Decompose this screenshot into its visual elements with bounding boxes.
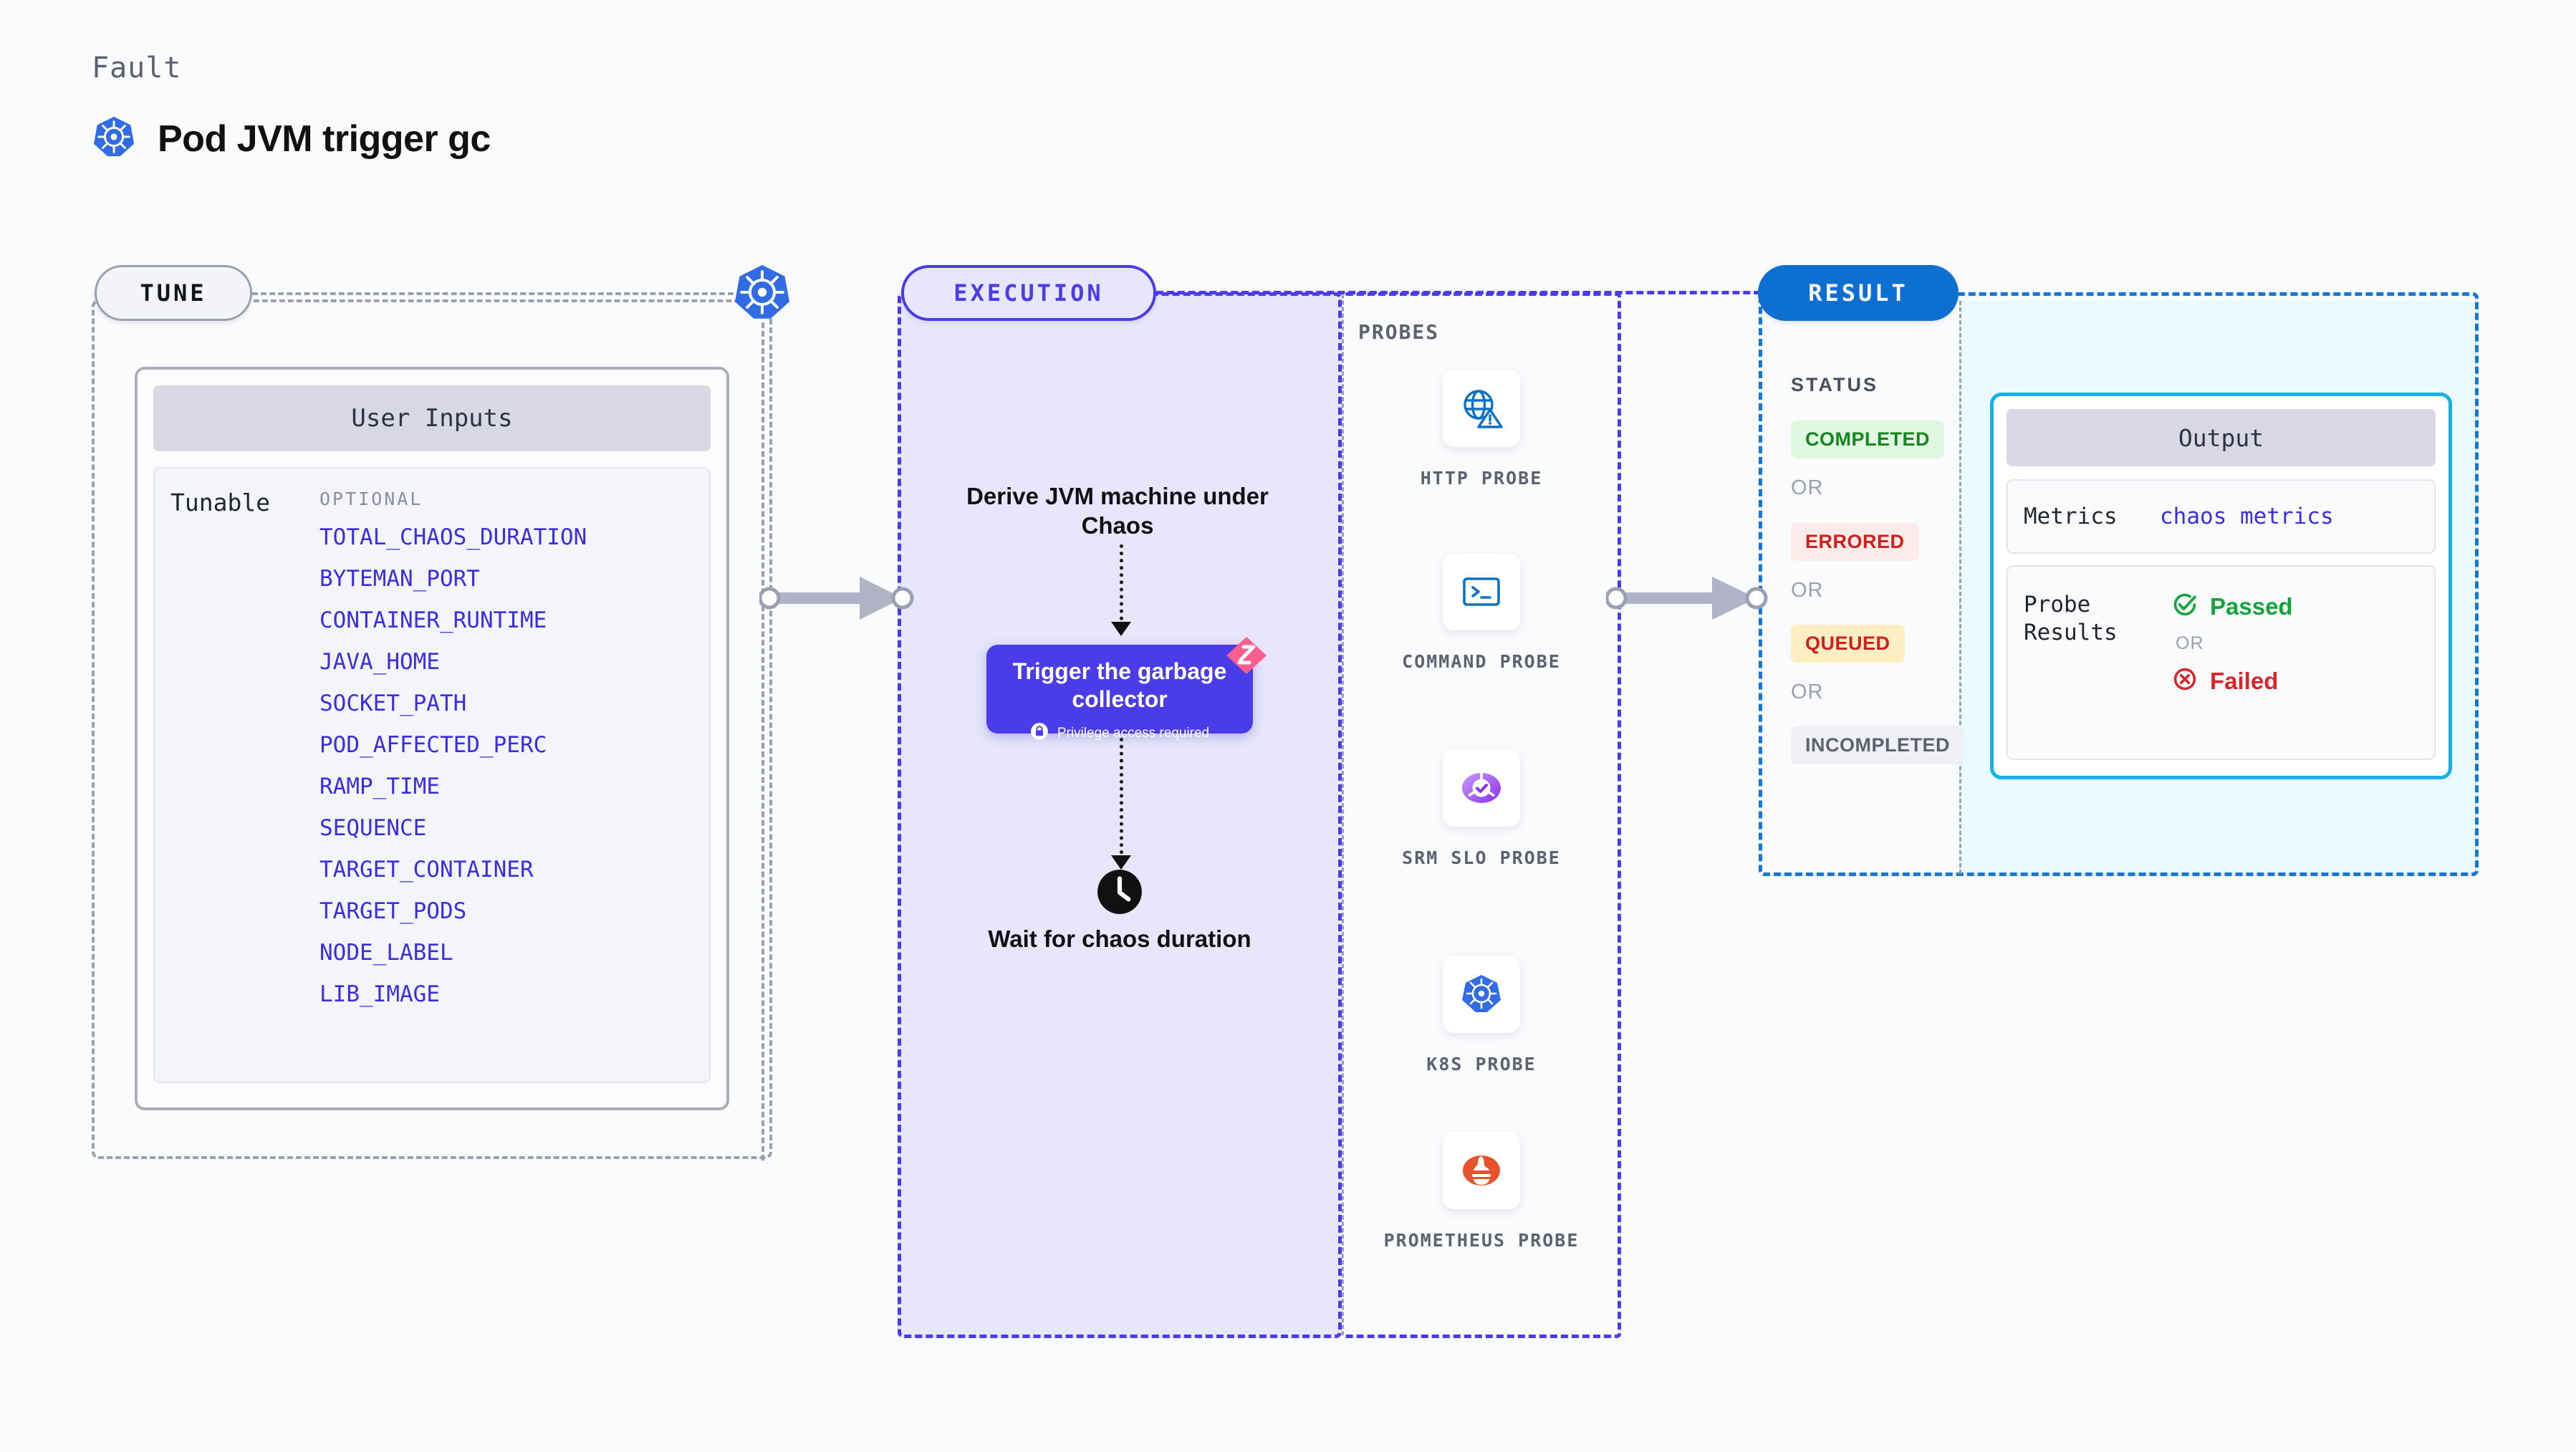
clock-icon (1096, 868, 1143, 915)
status-badge-completed: COMPLETED (1791, 420, 1945, 458)
probe-label: SRM SLO PROBE (1402, 847, 1561, 868)
tunable-item[interactable]: NODE_LABEL (319, 940, 453, 966)
probe-item-command[interactable]: COMMAND PROBE (1342, 553, 1621, 674)
tune-right-edge-dash (761, 322, 764, 1160)
probe-result-failed: Failed (2171, 665, 2434, 696)
result-inner-divider (1959, 301, 1961, 874)
tunable-item[interactable]: SEQUENCE (319, 815, 427, 841)
execution-stage-pill[interactable]: EXECUTION (901, 265, 1156, 321)
flow-arrow-execution-to-result (1605, 566, 1771, 630)
trigger-gc-card[interactable]: Trigger the garbage collector Privilege … (986, 645, 1253, 741)
execution-step-wait: Wait for chaos duration (988, 925, 1251, 952)
tune-connector-dash (252, 292, 734, 295)
metrics-row: Metrics chaos metrics (2007, 479, 2436, 554)
flow-arrow-tune-to-execution (758, 566, 917, 630)
status-badge-errored: ERRORED (1791, 523, 1919, 561)
probe-item-k8s[interactable]: K8S PROBE (1342, 956, 1621, 1077)
execution-panel (898, 292, 1342, 1338)
tunable-item[interactable]: LIB_IMAGE (319, 981, 440, 1007)
metrics-key: Metrics (2024, 503, 2118, 529)
tunable-item[interactable]: POD_AFFECTED_PERC (319, 732, 547, 758)
tunable-item[interactable]: TOTAL_CHAOS_DURATION (319, 524, 587, 550)
terminal-icon (1443, 553, 1520, 630)
probe-result-or: OR (2176, 633, 2204, 653)
probes-kicker: PROBES (1358, 320, 1440, 344)
probe-failed-label: Failed (2210, 667, 2279, 694)
x-circle-icon (2171, 665, 2198, 696)
execution-top-dash (1156, 291, 1889, 294)
kubernetes-icon (92, 115, 136, 163)
probe-item-http[interactable]: HTTP PROBE (1342, 370, 1621, 491)
tunable-item[interactable]: CONTAINER_RUNTIME (319, 607, 547, 633)
probe-label: HTTP PROBE (1420, 468, 1543, 489)
probe-label: PROMETHEUS PROBE (1383, 1230, 1580, 1251)
execution-step-derive: Derive JVM machine under Chaos (966, 483, 1269, 539)
arrowhead-2 (1111, 855, 1131, 870)
tunable-item[interactable]: TARGET_PODS (319, 898, 467, 924)
harness-corner-badge-icon (1226, 637, 1267, 674)
connector-dotted-1 (1120, 544, 1123, 628)
result-stage-pill[interactable]: RESULT (1758, 265, 1959, 321)
lock-icon (1030, 722, 1049, 744)
page-title: Pod JVM trigger gc (158, 117, 491, 160)
tunable-label: Tunable (170, 489, 271, 516)
result-panel (1759, 292, 2479, 876)
user-inputs-card: User Inputs Tunable OPTIONAL TOTAL_CHAOS… (135, 367, 729, 1110)
kubernetes-icon (732, 262, 792, 322)
check-circle-icon (2171, 591, 2198, 622)
tunable-body: Tunable OPTIONAL TOTAL_CHAOS_DURATION BY… (153, 467, 711, 1083)
arrowhead-1 (1111, 622, 1131, 636)
probe-item-srm-slo[interactable]: SRM SLO PROBE (1342, 749, 1621, 870)
probe-results-values: Passed OR Failed (2160, 591, 2434, 759)
status-badge-queued: QUEUED (1791, 625, 1905, 663)
status-or-3: OR (1791, 681, 1824, 703)
page-title-row: Pod JVM trigger gc (92, 115, 491, 163)
probe-label: K8S PROBE (1426, 1054, 1537, 1074)
optional-kicker: OPTIONAL (319, 489, 423, 509)
privilege-note-text: Privilege access required (1057, 725, 1210, 741)
probe-passed-label: Passed (2210, 592, 2293, 620)
page-kicker: Fault (92, 52, 182, 85)
status-or-1: OR (1791, 476, 1824, 499)
srm-slo-icon (1443, 749, 1520, 827)
status-or-2: OR (1791, 579, 1824, 602)
connector-dotted-2 (1120, 738, 1123, 861)
prometheus-icon (1443, 1132, 1520, 1209)
tune-stage-pill[interactable]: TUNE (95, 265, 252, 321)
output-title: Output (2007, 409, 2436, 466)
tunable-item[interactable]: JAVA_HOME (319, 649, 440, 675)
tune-panel (92, 299, 772, 1159)
tunable-list: OPTIONAL TOTAL_CHAOS_DURATION BYTEMAN_PO… (319, 489, 709, 1082)
kubernetes-icon (1443, 956, 1520, 1033)
probe-item-prometheus[interactable]: PROMETHEUS PROBE (1342, 1132, 1621, 1253)
privilege-note-row: Privilege access required (1002, 722, 1237, 744)
tunable-item[interactable]: BYTEMAN_PORT (319, 566, 480, 592)
globe-warning-icon (1443, 370, 1520, 447)
trigger-gc-title: Trigger the garbage collector (1012, 658, 1227, 713)
user-inputs-title: User Inputs (153, 385, 711, 451)
probe-label: COMMAND PROBE (1402, 651, 1561, 672)
probe-result-passed: Passed (2171, 591, 2434, 622)
tunable-item[interactable]: RAMP_TIME (319, 774, 440, 799)
tunable-item[interactable]: TARGET_CONTAINER (319, 857, 534, 883)
status-badge-incompleted: INCOMPLETED (1791, 726, 1965, 764)
tunable-item[interactable]: SOCKET_PATH (319, 691, 467, 716)
metrics-value[interactable]: chaos metrics (2160, 504, 2334, 529)
status-kicker: STATUS (1791, 374, 1878, 395)
